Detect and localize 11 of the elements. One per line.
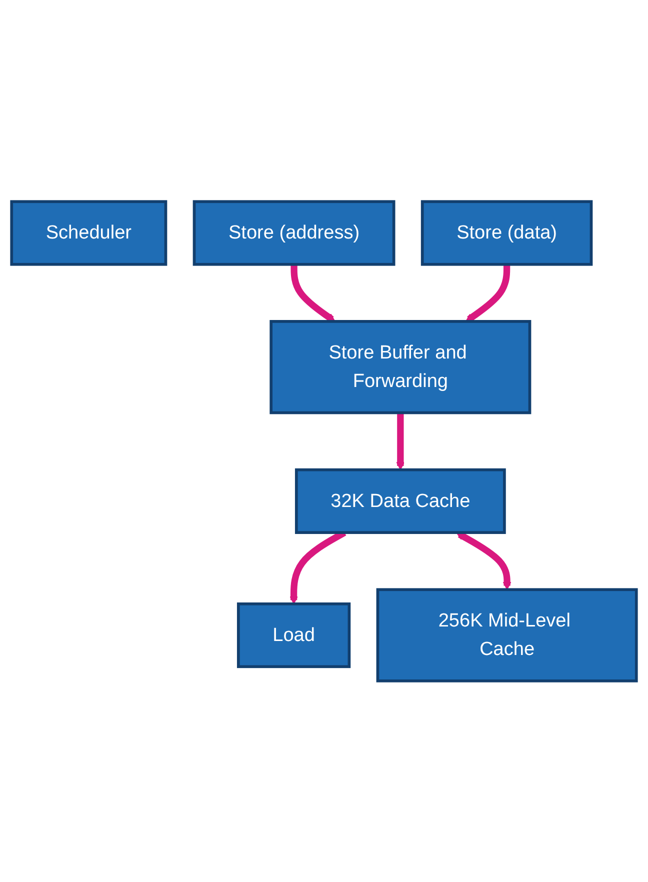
arrow [466,264,510,322]
node-box: 256K Mid-Level Cache [376,588,638,682]
arrow [290,264,336,322]
node-box: Store (data) [420,200,593,266]
arrow [396,412,405,470]
node-box: 32K Data Cache [294,468,506,534]
node-box: Scheduler [10,200,168,266]
node-box: Load [236,602,351,668]
node-box: Store Buffer and Forwarding [270,320,532,414]
node-box: Store (address) [192,200,396,266]
arrow [456,531,512,590]
